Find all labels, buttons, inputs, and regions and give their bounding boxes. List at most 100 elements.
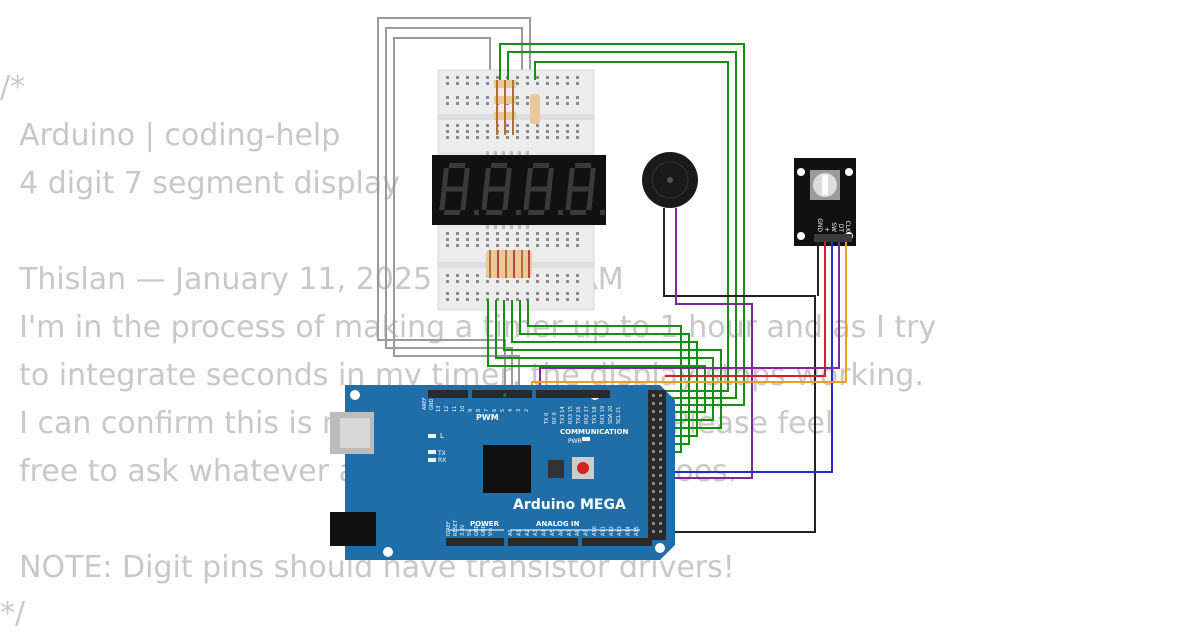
analog-pin-label: A7 — [567, 529, 573, 536]
breadboard-hole — [536, 280, 539, 283]
breadboard-hole — [506, 124, 509, 127]
pwm-pin-label: 12 — [444, 406, 450, 412]
breadboard-hole — [456, 76, 459, 79]
comm-pin-label: RX1 19 — [600, 406, 606, 424]
breadboard-hole — [456, 130, 459, 133]
comm-pin-label: TX 0 — [544, 413, 550, 425]
breadboard-hole — [516, 232, 519, 235]
breadboard-hole — [556, 232, 559, 235]
header-pin — [659, 434, 662, 437]
breadboard-hole — [516, 298, 519, 301]
gnd-label: GND — [429, 398, 435, 410]
breadboard-hole — [466, 232, 469, 235]
breadboard-hole — [446, 292, 449, 295]
l-led-label: L — [440, 432, 444, 440]
breadboard-hole — [546, 102, 549, 105]
header-pin — [652, 442, 655, 445]
breadboard-hole — [556, 82, 559, 85]
power-label: POWER — [470, 520, 500, 528]
breadboard-hole — [496, 136, 499, 139]
breadboard-hole — [566, 124, 569, 127]
resistors-top — [494, 80, 540, 135]
display-digit — [523, 163, 563, 215]
breadboard-hole — [516, 292, 519, 295]
breadboard-hole — [546, 96, 549, 99]
breadboard-hole — [506, 280, 509, 283]
breadboard-hole — [526, 124, 529, 127]
power-pin-label: 3.3V — [460, 524, 466, 536]
breadboard-hole — [446, 130, 449, 133]
analog-pin-label: A0 — [508, 529, 514, 536]
breadboard-hole — [446, 280, 449, 283]
analog-pin-label: A9 — [584, 529, 590, 536]
header-pin — [652, 410, 655, 413]
breadboard-hole — [536, 238, 539, 241]
breadboard-hole — [566, 274, 569, 277]
breadboard-hole — [476, 82, 479, 85]
breadboard-hole — [546, 292, 549, 295]
header-pin — [659, 426, 662, 429]
breadboard-hole — [466, 124, 469, 127]
breadboard-hole — [536, 244, 539, 247]
header-pin — [659, 474, 662, 477]
breadboard-hole — [446, 232, 449, 235]
header-pin — [659, 498, 662, 501]
header-pin — [652, 434, 655, 437]
breadboard-hole — [446, 298, 449, 301]
breadboard-hole — [496, 76, 499, 79]
breadboard-hole — [456, 244, 459, 247]
breadboard-hole — [526, 280, 529, 283]
green-wires — [487, 43, 745, 453]
breadboard-hole — [556, 292, 559, 295]
breadboard-hole — [456, 274, 459, 277]
breadboard-hole — [556, 280, 559, 283]
breadboard-hole — [566, 130, 569, 133]
analog-pin-label: A11 — [600, 526, 606, 536]
breadboard-hole — [536, 274, 539, 277]
breadboard-hole — [516, 102, 519, 105]
analog-pin-label: A12 — [609, 526, 615, 536]
pwm-pin-label: 3 — [516, 409, 522, 412]
display-digit — [565, 163, 605, 215]
pwr-led-label: PWR — [568, 438, 582, 445]
breadboard-hole — [446, 82, 449, 85]
code-line: I'm in the process of making a timer up … — [0, 310, 937, 345]
breadboard-hole — [526, 136, 529, 139]
breadboard-hole — [496, 232, 499, 235]
display-digit — [481, 163, 521, 215]
breadboard-hole — [536, 130, 539, 133]
breadboard-hole — [556, 244, 559, 247]
breadboard-hole — [476, 280, 479, 283]
breadboard-hole — [576, 232, 579, 235]
breadboard-hole — [466, 298, 469, 301]
header-pin — [659, 530, 662, 533]
comm-pin-label: TX1 18 — [592, 406, 598, 425]
breadboard-hole — [546, 274, 549, 277]
comm-pin-label: TX2 16 — [576, 406, 582, 425]
header-pin — [659, 514, 662, 517]
breadboard-hole — [486, 130, 489, 133]
header-pin — [659, 506, 662, 509]
breadboard-hole — [516, 124, 519, 127]
display-digit — [439, 163, 479, 215]
header-pin — [652, 530, 655, 533]
breadboard-hole — [556, 102, 559, 105]
breadboard-hole — [446, 244, 449, 247]
header-pin — [652, 394, 655, 397]
breadboard-hole — [566, 82, 569, 85]
pwm-pin-label: 2 — [524, 409, 530, 412]
breadboard-hole — [486, 292, 489, 295]
breadboard-hole — [566, 280, 569, 283]
header-pin — [652, 458, 655, 461]
breadboard-hole — [516, 76, 519, 79]
header-pin — [659, 442, 662, 445]
encoder-pin-label: + — [823, 227, 830, 232]
breadboard-hole — [526, 102, 529, 105]
breadboard-hole — [486, 280, 489, 283]
code-line: Arduino | coding-help — [0, 118, 341, 153]
encoder-pin-label: CLK — [844, 221, 851, 234]
analog-pin-label: A4 — [542, 529, 548, 536]
header-pin — [652, 490, 655, 493]
breadboard-hole — [576, 124, 579, 127]
